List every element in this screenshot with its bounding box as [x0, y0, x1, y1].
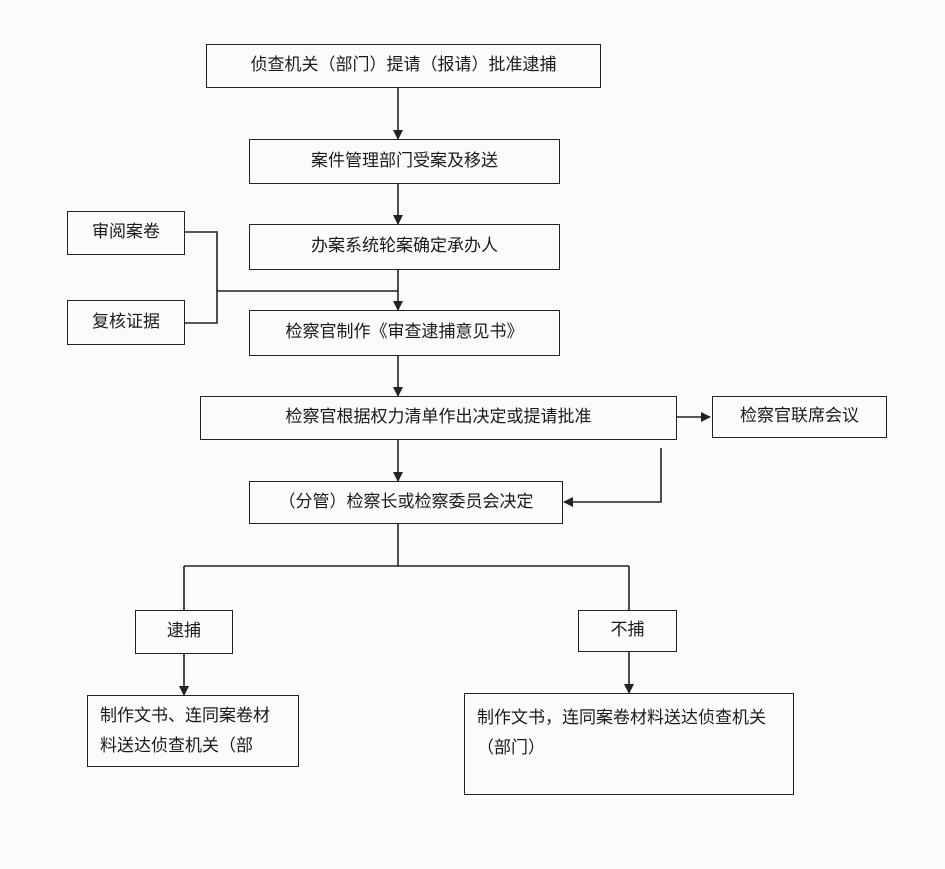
- node-no-arrest-label: 不捕: [610, 620, 645, 641]
- arrow-n5-n7-feedback: [563, 448, 662, 507]
- node-case-management: 案件管理部门受案及移送: [249, 139, 560, 184]
- node-opinion-letter: 检察官制作《审查逮捕意见书》: [249, 310, 560, 356]
- node-no-arrest-output-label: 制作文书，连同案卷材料送达侦查机关（部门）: [477, 708, 766, 758]
- node-submit-approval: 侦查机关（部门）提请（报请）批准逮捕: [206, 44, 601, 88]
- connector-side1: [185, 231, 218, 291]
- node-arrest: 逮捕: [135, 610, 233, 654]
- node-case-management-label: 案件管理部门受案及移送: [311, 150, 498, 171]
- connector-side2: [185, 291, 218, 324]
- node-joint-meeting-label: 检察官联席会议: [740, 406, 859, 427]
- node-opinion-letter-label: 检察官制作《审查逮捕意见书》: [285, 322, 524, 343]
- node-review-files-label: 审阅案卷: [92, 222, 160, 243]
- node-verify-evidence-label: 复核证据: [92, 311, 160, 332]
- node-verify-evidence: 复核证据: [67, 300, 185, 345]
- node-arrest-label: 逮捕: [167, 621, 201, 642]
- node-arrest-output: 制作文书、连同案卷材料送达侦查机关（部: [87, 695, 299, 767]
- node-chief-decision-label: （分管）检察长或检察委员会决定: [278, 491, 534, 512]
- node-prosecutor-decision: 检察官根据权力清单作出决定或提请批准: [200, 396, 677, 440]
- node-assign-handler-label: 办案系统轮案确定承办人: [311, 236, 498, 257]
- node-assign-handler: 办案系统轮案确定承办人: [249, 224, 560, 270]
- node-no-arrest-output: 制作文书，连同案卷材料送达侦查机关（部门）: [464, 693, 794, 795]
- node-review-files: 审阅案卷: [67, 211, 185, 255]
- node-submit-approval-label: 侦查机关（部门）提请（报请）批准逮捕: [250, 55, 557, 76]
- node-arrest-output-label: 制作文书、连同案卷材料送达侦查机关（部: [100, 706, 270, 756]
- node-chief-decision: （分管）检察长或检察委员会决定: [249, 481, 563, 524]
- node-joint-meeting: 检察官联席会议: [712, 396, 887, 438]
- node-prosecutor-decision-label: 检察官根据权力清单作出决定或提请批准: [285, 407, 592, 428]
- node-no-arrest: 不捕: [578, 610, 677, 652]
